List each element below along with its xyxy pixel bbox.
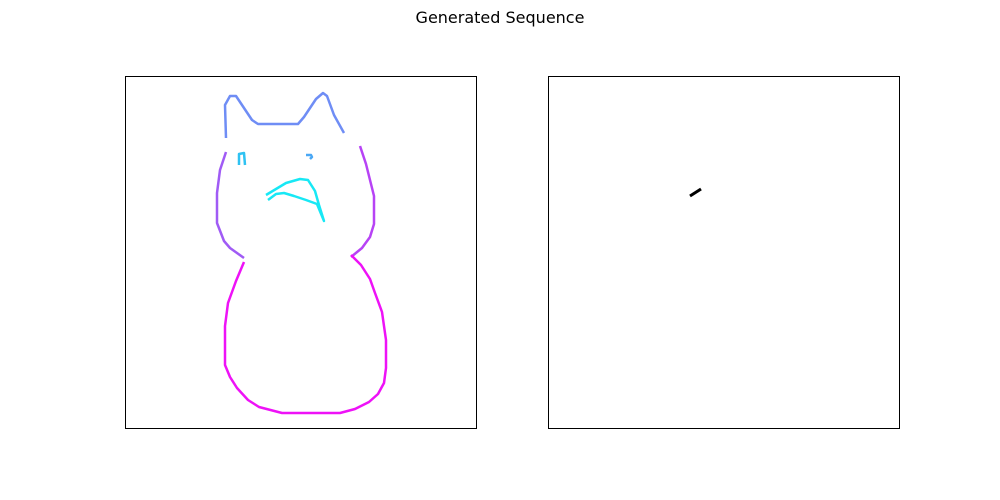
- left-panel: [125, 76, 477, 429]
- ears-outline-stroke: [223, 91, 346, 139]
- head-right-side-stroke: [350, 145, 376, 258]
- head-left-side-stroke: [215, 151, 245, 260]
- left-eye-stroke: [237, 151, 247, 166]
- body-outline-stroke: [223, 254, 388, 415]
- mouth-stroke: [265, 177, 326, 223]
- left-drawing-canvas: [215, 91, 388, 415]
- right-drawing-canvas: [689, 187, 702, 198]
- figure-title: Generated Sequence: [415, 8, 585, 27]
- right-eye-stroke: [306, 153, 314, 160]
- current-stroke-stroke: [689, 187, 702, 198]
- right-panel: [548, 76, 900, 429]
